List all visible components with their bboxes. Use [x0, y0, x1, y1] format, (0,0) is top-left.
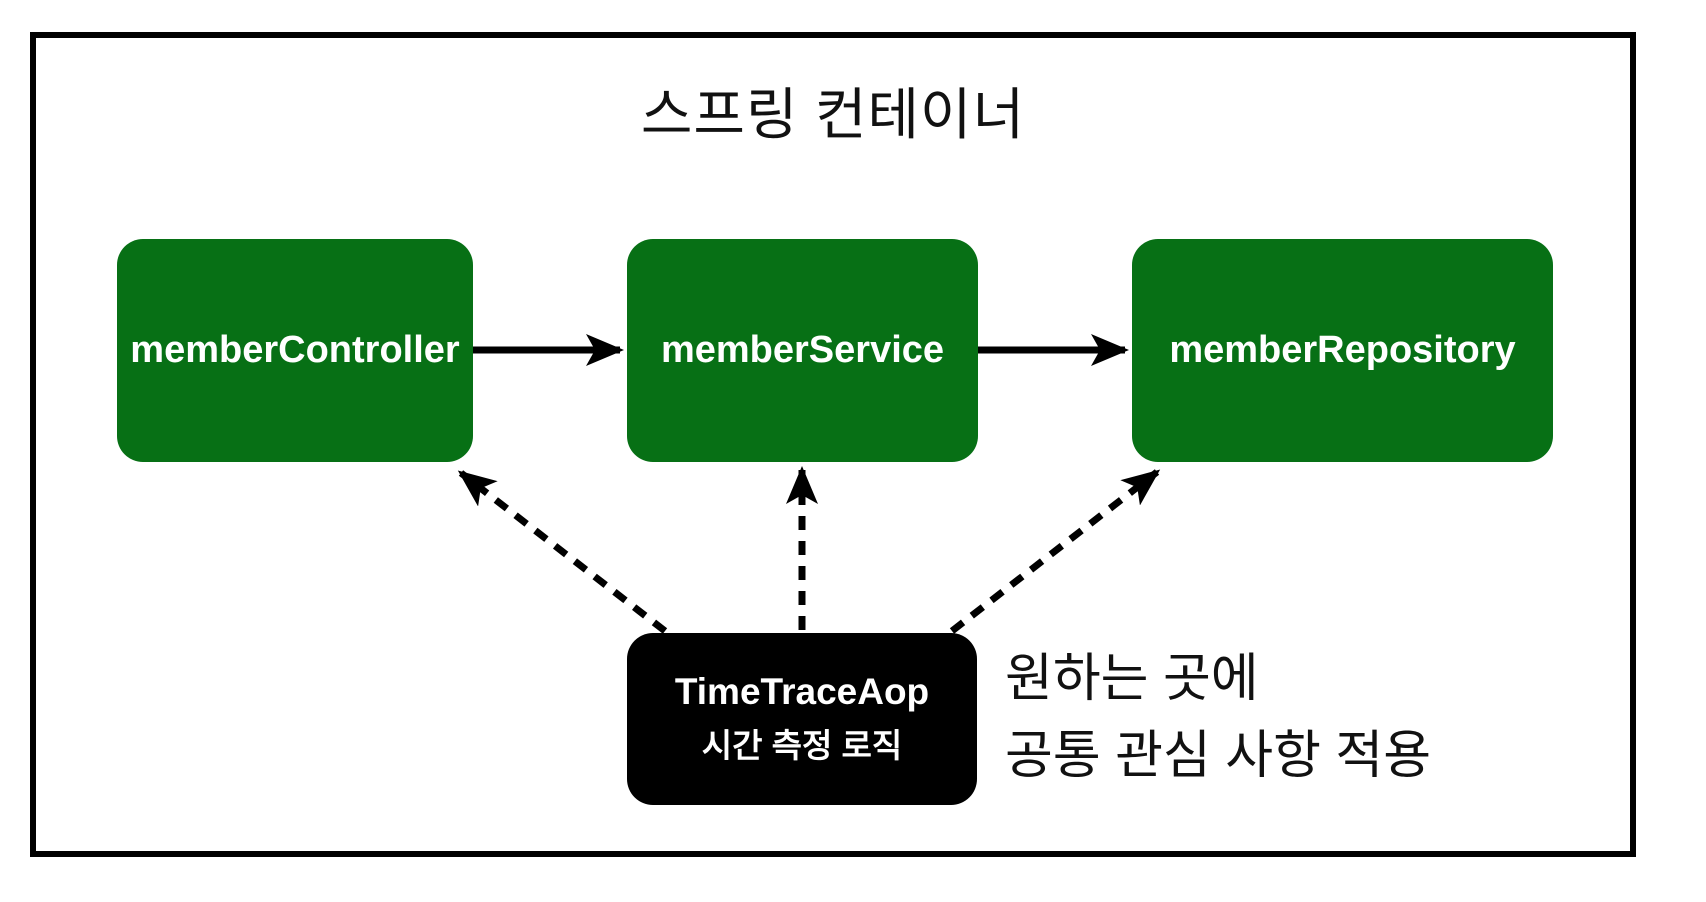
aop-note: 원하는 곳에 공통 관심 사항 적용	[1005, 641, 1431, 795]
aop-note-line2: 공통 관심 사항 적용	[1005, 727, 1432, 785]
bean-label-member-controller: memberController	[130, 329, 460, 371]
bean-box-member-service: memberService	[627, 239, 978, 462]
bean-label-member-service: memberService	[660, 329, 945, 371]
bean-box-member-repository: memberRepository	[1132, 239, 1553, 462]
bean-box-member-controller: memberController	[117, 239, 473, 462]
aop-box-description: 시간 측정 로직	[701, 727, 903, 764]
bean-label-member-repository: memberRepository	[1169, 329, 1516, 371]
aop-note-line1: 원하는 곳에	[1005, 650, 1259, 708]
spring-container-title: 스프링 컨테이너	[640, 83, 1026, 146]
aop-box-name: TimeTraceAop	[674, 671, 930, 712]
aop-box-time-trace: TimeTraceAop 시간 측정 로직	[627, 633, 977, 805]
spring-container-boundary	[30, 32, 1636, 857]
